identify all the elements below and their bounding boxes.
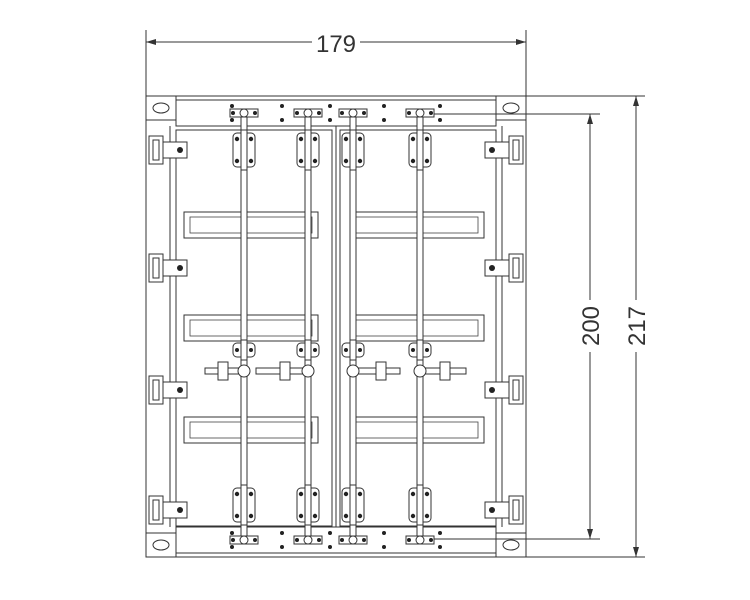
- bar-guide: [296, 339, 320, 361]
- door-handles: [204, 361, 467, 381]
- hinge-left: [148, 253, 188, 283]
- cam-keepers: [229, 104, 442, 549]
- cam-keeper: [338, 535, 368, 545]
- locking-bar-1: [240, 111, 248, 543]
- hinge-left: [148, 375, 188, 405]
- outer-height-label: 217: [624, 306, 651, 346]
- corner-casting-bottom-right: [495, 532, 527, 558]
- door-ribs: [183, 211, 485, 444]
- bar-guide: [296, 129, 320, 171]
- bar-guide: [408, 339, 432, 361]
- handle-right-2: [413, 361, 467, 381]
- locking-bar-2: [304, 111, 312, 543]
- bar-guide: [408, 129, 432, 171]
- bar-guide: [232, 339, 256, 361]
- corner-casting-bottom-left: [145, 532, 177, 558]
- cam-keeper: [229, 535, 259, 545]
- hinge-left: [148, 135, 188, 165]
- height-dimensions: 200 217: [430, 95, 651, 558]
- hinge-right: [484, 375, 524, 405]
- cam-keeper: [293, 108, 323, 118]
- hinge-right: [484, 253, 524, 283]
- bar-guide: [341, 484, 365, 526]
- bar-guide: [296, 484, 320, 526]
- cam-keeper: [229, 108, 259, 118]
- handle-left-2: [255, 361, 315, 381]
- bar-guide: [341, 129, 365, 171]
- width-dimension: 179: [145, 30, 527, 96]
- corner-castings: [145, 95, 527, 558]
- cam-keeper: [338, 108, 368, 118]
- hinge-right: [484, 135, 524, 165]
- handle-left-1: [204, 361, 251, 381]
- locking-bar-3: [349, 111, 357, 543]
- corner-casting-top-left: [145, 95, 177, 121]
- cam-keeper: [405, 108, 435, 118]
- cam-keeper: [405, 535, 435, 545]
- door-hinges: [148, 135, 524, 525]
- corner-casting-top-right: [495, 95, 527, 121]
- hinge-right: [484, 495, 524, 525]
- bar-guides: [232, 129, 432, 526]
- width-dimension-label: 179: [316, 31, 356, 58]
- locking-bar-4: [416, 111, 424, 543]
- container-frame: [145, 95, 527, 558]
- hinge-left: [148, 495, 188, 525]
- inner-height-label: 200: [578, 306, 605, 346]
- bar-guide: [232, 129, 256, 171]
- handle-right-1: [346, 361, 401, 381]
- cam-keeper: [293, 535, 323, 545]
- bar-guide: [408, 484, 432, 526]
- bar-guide: [232, 484, 256, 526]
- bar-guide: [341, 339, 365, 361]
